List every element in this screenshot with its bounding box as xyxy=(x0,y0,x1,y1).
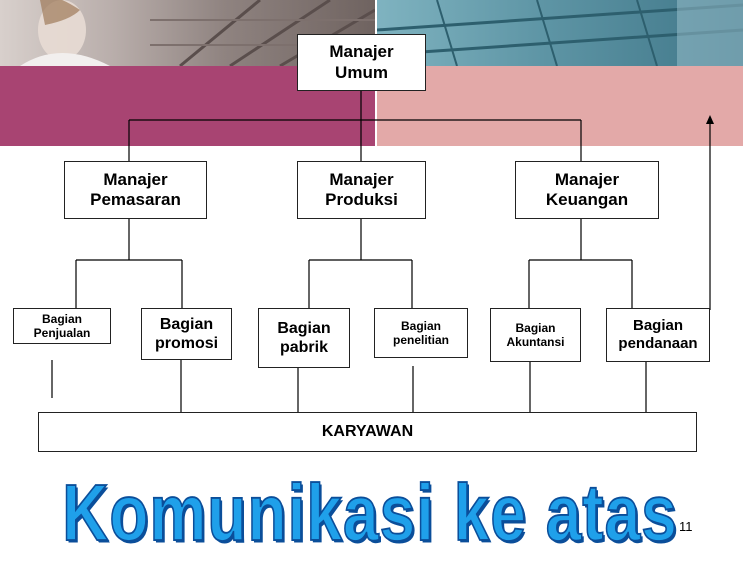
box-manajer-produksi: Manajer Produksi xyxy=(297,161,426,219)
box-bagian-promosi-label: Bagian promosi xyxy=(154,315,219,352)
upward-arrow-head xyxy=(706,115,714,124)
banner-photo-right-graphic xyxy=(377,0,743,66)
box-bagian-penjualan: Bagian Penjualan xyxy=(13,308,111,344)
banner-band-right xyxy=(377,66,743,146)
banner-photo-right xyxy=(377,0,743,66)
box-bagian-promosi: Bagian promosi xyxy=(141,308,232,360)
box-manajer-pemasaran: Manajer Pemasaran xyxy=(64,161,207,219)
box-bagian-akuntansi: Bagian Akuntansi xyxy=(490,308,581,362)
box-bagian-akuntansi-label: Bagian Akuntansi xyxy=(506,320,565,349)
box-karyawan: KARYAWAN xyxy=(38,412,697,452)
box-manajer-pemasaran-label: Manajer Pemasaran xyxy=(90,169,181,209)
box-bagian-pendanaan: Bagian pendanaan xyxy=(606,308,710,362)
box-bagian-penjualan-label: Bagian Penjualan xyxy=(33,311,91,340)
box-manajer-umum: Manajer Umum xyxy=(297,34,426,91)
box-bagian-pabrik: Bagian pabrik xyxy=(258,308,350,368)
box-manajer-umum-label: Manajer Umum xyxy=(329,42,394,82)
page-number: 11 xyxy=(679,519,693,534)
box-bagian-penelitian-label: Bagian penelitian xyxy=(392,318,449,347)
box-manajer-keuangan-label: Manajer Keuangan xyxy=(545,169,629,209)
slide-title: Komunikasi ke atas xyxy=(61,466,678,558)
box-bagian-pendanaan-label: Bagian pendanaan xyxy=(618,317,698,352)
box-bagian-pabrik-label: Bagian pabrik xyxy=(277,319,331,356)
box-manajer-keuangan: Manajer Keuangan xyxy=(515,161,659,219)
box-manajer-produksi-label: Manajer Produksi xyxy=(325,169,398,209)
box-bagian-penelitian: Bagian penelitian xyxy=(374,308,468,358)
box-karyawan-label: KARYAWAN xyxy=(321,423,414,441)
banner-photo-left xyxy=(0,0,375,66)
